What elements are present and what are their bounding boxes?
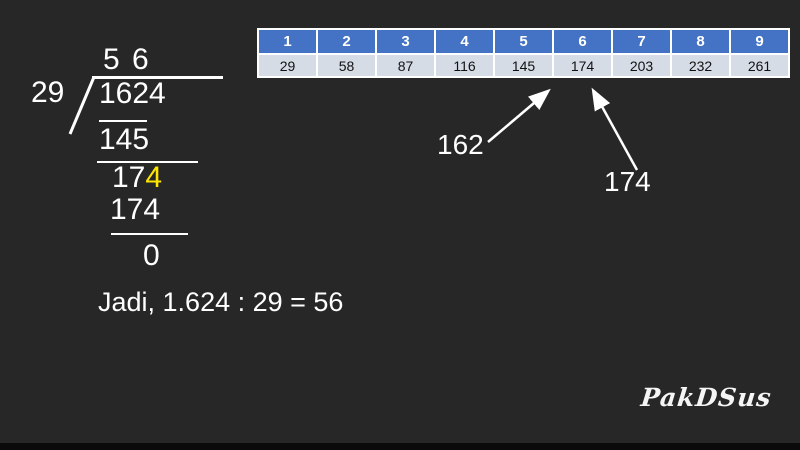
table-header-cell: 9 xyxy=(729,28,790,55)
multiplication-table-header-row: 1 2 3 4 5 6 7 8 9 xyxy=(257,28,790,55)
subtraction-line-1 xyxy=(99,120,147,122)
division-final-remainder: 0 xyxy=(143,239,160,272)
watermark: PakDSus xyxy=(639,383,774,412)
division-subtrahend-2: 174 xyxy=(110,193,161,226)
conclusion-text: Jadi, 1.624 : 29 = 56 xyxy=(98,287,344,317)
letterbox-bottom-bar xyxy=(0,443,800,450)
annotation-matched-multiple: 174 xyxy=(604,166,651,197)
table-header-cell: 4 xyxy=(434,28,495,55)
table-value-cell: 232 xyxy=(670,53,731,78)
division-step2-highlight-digit: 4 xyxy=(145,161,163,194)
table-value-cell: 87 xyxy=(375,53,436,78)
table-header-cell: 5 xyxy=(493,28,554,55)
arrow-174-to-174-icon xyxy=(591,87,639,171)
annotation-lookup-value: 162 xyxy=(437,129,484,160)
table-header-cell: 1 xyxy=(257,28,318,55)
division-dividend: 1624 xyxy=(99,77,166,110)
division-vinculum-line xyxy=(92,76,223,79)
division-slash-line xyxy=(68,76,96,135)
subtraction-line-3 xyxy=(111,233,188,235)
table-header-cell: 2 xyxy=(316,28,377,55)
division-divisor: 29 xyxy=(31,76,65,109)
division-quotient: 5 6 xyxy=(103,43,151,76)
table-header-cell: 8 xyxy=(670,28,731,55)
table-header-cell: 3 xyxy=(375,28,436,55)
table-value-cell: 116 xyxy=(434,53,495,78)
table-value-cell: 174 xyxy=(552,53,613,78)
table-value-cell: 29 xyxy=(257,53,318,78)
subtraction-line-2 xyxy=(97,161,198,163)
table-header-cell: 7 xyxy=(611,28,672,55)
table-value-cell: 203 xyxy=(611,53,672,78)
multiplication-table-values-row: 29 58 87 116 145 174 203 232 261 xyxy=(257,53,790,78)
multiplication-table: 1 2 3 4 5 6 7 8 9 29 58 87 116 145 174 2… xyxy=(257,28,790,78)
arrow-162-to-145-icon xyxy=(487,88,551,143)
table-value-cell: 145 xyxy=(493,53,554,78)
division-remainder-1: 145 xyxy=(99,123,150,156)
division-step2-number: 174 xyxy=(112,163,162,193)
division-step2-prefix: 17 xyxy=(112,161,146,194)
table-value-cell: 58 xyxy=(316,53,377,78)
table-value-cell: 261 xyxy=(729,53,790,78)
table-header-cell: 6 xyxy=(552,28,613,55)
